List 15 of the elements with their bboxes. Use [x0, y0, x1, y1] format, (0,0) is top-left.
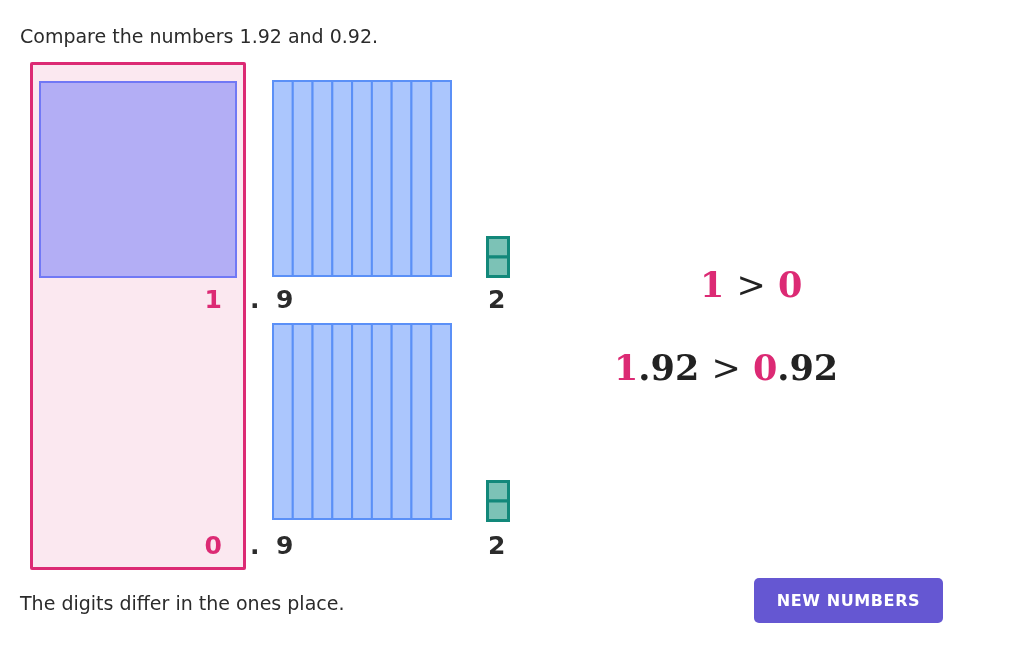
digit: 2: [488, 285, 506, 315]
digit: 0: [204, 531, 222, 561]
new-numbers-button: NEW NUMBERS: [754, 578, 943, 623]
decimal-point: .: [250, 531, 260, 561]
decimal-point: .: [250, 285, 260, 315]
ones-column-box: [30, 62, 246, 570]
caption: The digits differ in the ones place.: [20, 591, 345, 615]
digit: 1: [204, 285, 222, 315]
title: Compare the numbers 1.92 and 0.92.: [20, 24, 378, 48]
unit-square-block: [39, 81, 237, 278]
inequality-text: 1.92 > 0.92: [614, 347, 839, 389]
inequality-text: 1 > 0: [700, 264, 803, 306]
digit: 9: [276, 285, 294, 315]
digit: 2: [488, 531, 506, 561]
digit: 9: [276, 531, 294, 561]
